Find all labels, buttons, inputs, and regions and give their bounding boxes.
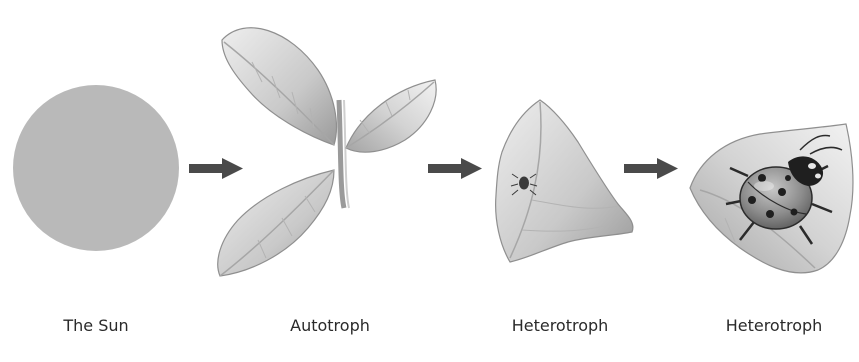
arrow-icon bbox=[189, 158, 243, 179]
label-heterotroph-2: Heterotroph bbox=[694, 316, 854, 335]
label-the-sun: The Sun bbox=[16, 316, 176, 335]
autotroph-leaf-icon bbox=[218, 28, 436, 276]
label-autotroph: Autotroph bbox=[250, 316, 410, 335]
arrow-icon bbox=[428, 158, 482, 179]
sun-icon bbox=[13, 85, 179, 251]
arrow-icon bbox=[624, 158, 678, 179]
label-heterotroph-1: Heterotroph bbox=[480, 316, 640, 335]
chewed-leaf-icon bbox=[496, 100, 633, 262]
